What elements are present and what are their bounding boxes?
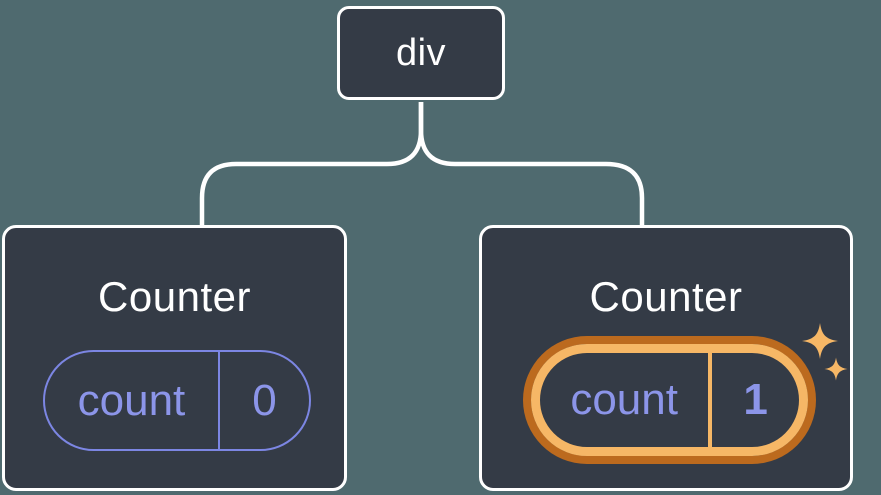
root-node-label: div (395, 31, 447, 74)
sparkle-small-icon (824, 357, 848, 381)
state-value: 0 (252, 375, 277, 425)
state-value: 1 (743, 375, 768, 424)
sparkle-large-icon (802, 323, 838, 359)
root-node-div: div (337, 6, 505, 100)
state-pill-highlighted: count 1 (531, 344, 808, 456)
connector-right-branch (418, 102, 645, 226)
counter-card-right: Counter count 1 (479, 225, 853, 491)
state-pill: count 0 (43, 350, 311, 451)
counter-card-left: Counter count 0 (2, 225, 347, 491)
state-key: count (540, 353, 713, 447)
counter-title: Counter (98, 273, 251, 320)
connector-left-branch (199, 102, 424, 226)
state-key: count (45, 352, 220, 449)
counter-title: Counter (589, 273, 743, 320)
